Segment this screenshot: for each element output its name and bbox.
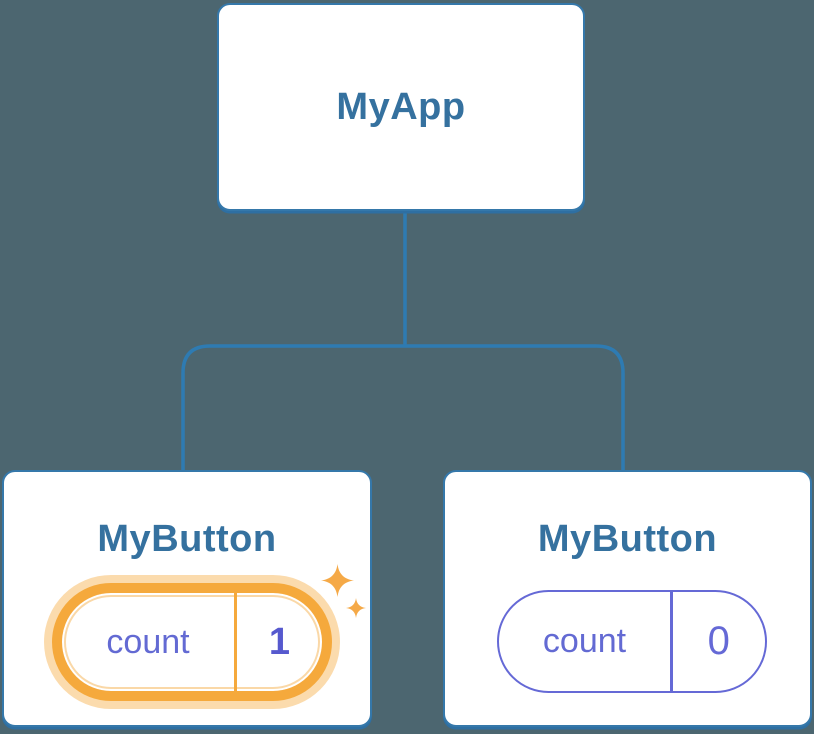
state-key-label: count bbox=[106, 622, 190, 661]
component-node-button-updated: MyButton count 1 bbox=[2, 470, 372, 727]
state-value: 1 bbox=[268, 620, 291, 663]
state-pill-divider bbox=[670, 592, 673, 691]
state-key-section: count bbox=[62, 593, 234, 691]
state-key-section: count bbox=[499, 592, 670, 691]
state-key-label: count bbox=[542, 622, 627, 660]
state-pill: count 0 bbox=[497, 590, 767, 693]
component-node-button-plain: MyButton count 0 bbox=[443, 470, 812, 727]
child-node-label: MyButton bbox=[537, 518, 718, 560]
state-value: 0 bbox=[707, 619, 730, 663]
state-value-section: 0 bbox=[673, 592, 766, 691]
state-value-section: 1 bbox=[237, 593, 322, 691]
state-pill-highlighted: count 1 bbox=[52, 583, 332, 701]
root-node-label: MyApp bbox=[336, 85, 466, 128]
child-node-label: MyButton bbox=[97, 518, 277, 560]
sparkle-small-icon bbox=[346, 598, 366, 618]
sparkle-large-icon bbox=[321, 564, 354, 597]
component-node-root: MyApp bbox=[217, 3, 585, 211]
state-pill-divider bbox=[234, 593, 237, 691]
